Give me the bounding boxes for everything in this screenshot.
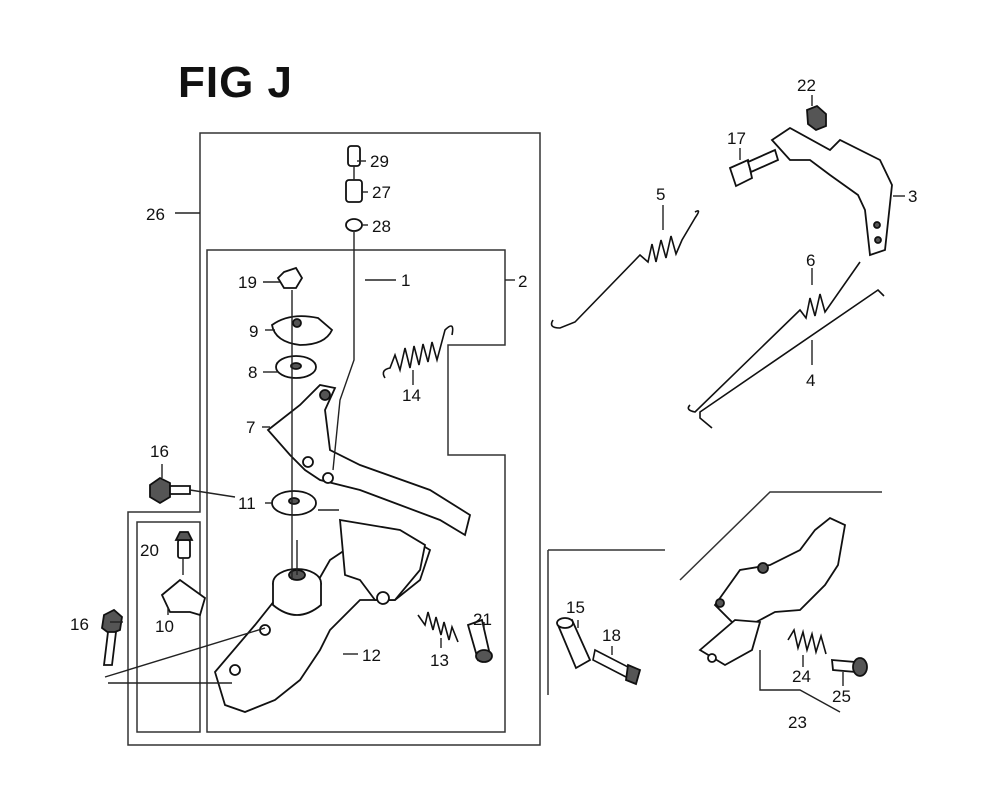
- callout-19: 19: [238, 273, 257, 292]
- callout-8: 8: [248, 363, 257, 382]
- bolt-16-lower: [101, 608, 123, 666]
- bolt-20: [174, 531, 194, 559]
- spring-rod-5: [550, 210, 700, 329]
- washer-11: [271, 490, 317, 516]
- throttle-bracket-23: [698, 516, 847, 667]
- spring-14: [382, 325, 454, 379]
- group-box-12: [136, 521, 201, 733]
- callout-1: 1: [401, 271, 410, 290]
- callout-20: 20: [140, 541, 159, 560]
- callout-29: 29: [370, 152, 389, 171]
- callout-15: 15: [566, 598, 585, 617]
- figure-title: FIG J: [178, 58, 294, 107]
- nut-19: [276, 266, 304, 289]
- group-box-26: [127, 132, 541, 746]
- callout-labels: 29 27 28 26 1 2 19 9 8 7 14 16 11 20 10 …: [70, 76, 917, 732]
- nut-22: [806, 104, 827, 132]
- callout-2: 2: [518, 272, 527, 291]
- collar-15: [556, 617, 592, 670]
- clamp-10: [160, 578, 207, 617]
- callout-10: 10: [155, 617, 174, 636]
- callout-28: 28: [372, 217, 391, 236]
- bolt-25: [830, 657, 868, 677]
- callout-27: 27: [372, 183, 391, 202]
- callout-6: 6: [806, 251, 815, 270]
- callout-11: 11: [238, 494, 256, 513]
- bolt-18: [592, 648, 642, 686]
- callout-13: 13: [430, 651, 449, 670]
- bolt-17: [728, 148, 780, 188]
- callout-22: 22: [797, 76, 816, 95]
- washer-8: [275, 355, 317, 379]
- callout-5: 5: [656, 185, 665, 204]
- control-lever-3: [770, 126, 893, 257]
- callout-16-upper: 16: [150, 442, 169, 461]
- nut-27: [345, 179, 363, 203]
- callout-14: 14: [402, 386, 421, 405]
- callout-25: 25: [832, 687, 851, 706]
- callout-9: 9: [249, 322, 258, 341]
- callout-18: 18: [602, 626, 621, 645]
- callout-12: 12: [362, 646, 381, 665]
- callout-3: 3: [908, 187, 917, 206]
- governor-arm: [266, 384, 472, 537]
- bolt-21: [466, 618, 493, 663]
- callout-4: 4: [806, 371, 815, 390]
- callout-24: 24: [792, 667, 811, 686]
- leader-lines: [110, 95, 905, 686]
- spring-rod-6: [687, 261, 861, 413]
- group-box-15-18: [547, 549, 665, 695]
- group-box-2: [206, 249, 506, 733]
- callout-16-lower: 16: [70, 615, 89, 634]
- washer-28: [345, 218, 363, 232]
- callout-7: 7: [246, 418, 255, 437]
- bolt-16-upper: [149, 476, 191, 505]
- spring-24: [787, 627, 827, 656]
- group-box-23: [679, 491, 882, 581]
- callout-26: 26: [146, 205, 165, 224]
- callout-21: 21: [473, 610, 492, 629]
- spring-13: [417, 611, 459, 643]
- callout-23: 23: [788, 713, 807, 732]
- washer-9: [271, 315, 334, 346]
- callout-17: 17: [727, 129, 746, 148]
- rod-4: [699, 288, 885, 429]
- governor-base-bracket: [213, 518, 432, 713]
- bolt-29: [347, 145, 361, 167]
